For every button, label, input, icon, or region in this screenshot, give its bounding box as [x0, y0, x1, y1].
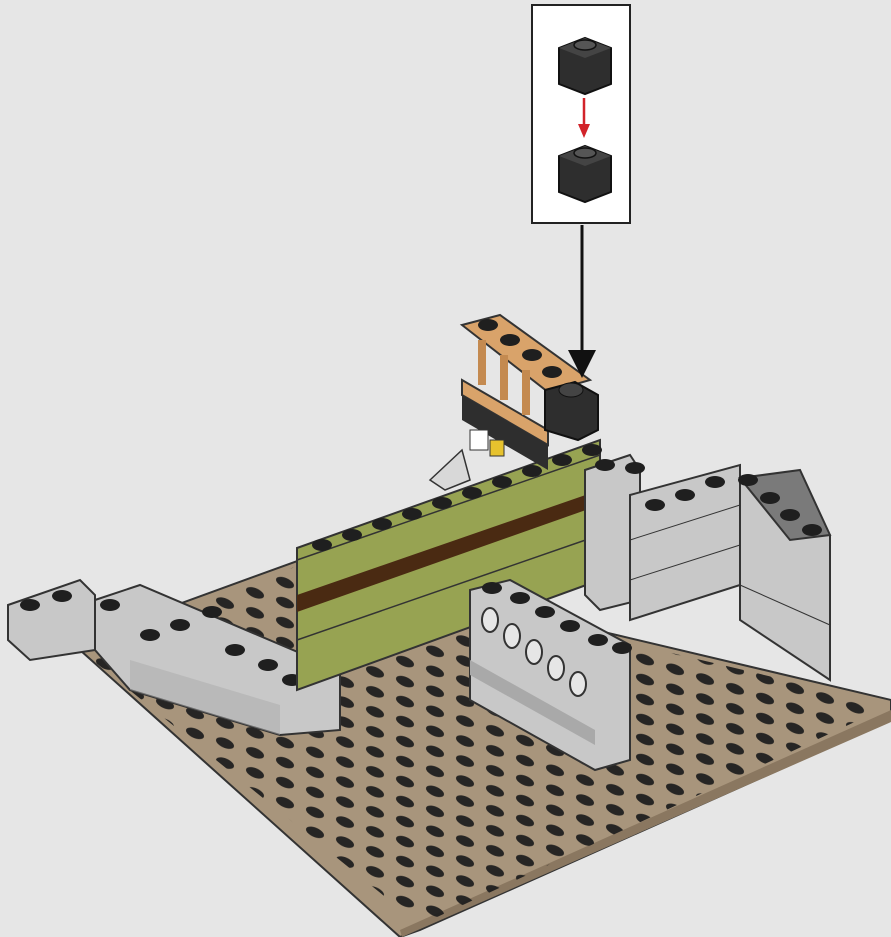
black-1x1-brick-icon	[559, 146, 611, 202]
red-down-arrow-icon	[578, 98, 590, 138]
black-1x1-brick-icon	[559, 38, 611, 94]
black-brick-placed	[545, 382, 598, 440]
black-down-arrow-icon	[568, 225, 596, 378]
parts-callout	[531, 4, 631, 224]
